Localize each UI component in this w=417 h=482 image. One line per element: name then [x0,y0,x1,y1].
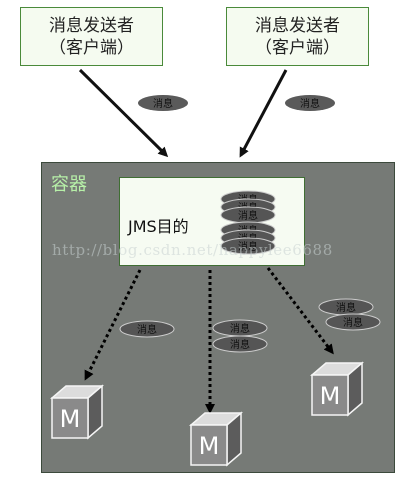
message-pill: 消息 [318,298,374,316]
svg-text:消息: 消息 [336,301,356,314]
message-pill: 消息 [285,95,335,111]
jms-destination-box [119,177,305,266]
sender-left-title: 消息发送者 [49,15,134,36]
watermark-text: http://blog.csdn.net/happylee6688 [52,241,333,259]
message-pill: 消息 [119,320,175,338]
consumer-cube-left: M [49,384,105,440]
svg-text:M: M [320,382,341,410]
sender-box-right: 消息发送者 （客户端） [226,7,369,66]
consumer-cube-middle: M [188,411,244,467]
sender-left-subtitle: （客户端） [49,37,134,58]
message-pill: 消息 [138,95,188,111]
svg-text:消息: 消息 [300,97,320,110]
consumer-arrow-left [84,269,142,381]
message-pill: 消息 [212,319,268,337]
message-pill: 消息 [212,335,268,353]
consumer-cube-right: M [309,361,365,417]
message-pill: 消息 [325,313,381,331]
svg-text:消息: 消息 [153,97,173,110]
sender-box-left: 消息发送者 （客户端） [20,7,163,66]
sender-left-arrow [78,68,169,158]
svg-text:消息: 消息 [343,316,363,329]
svg-text:消息: 消息 [137,323,157,336]
svg-text:消息: 消息 [238,240,258,253]
svg-text:M: M [199,432,220,460]
sender-right-arrow [239,69,288,158]
sender-right-subtitle: （客户端） [255,37,340,58]
svg-text:消息: 消息 [230,338,250,351]
svg-text:M: M [60,405,81,433]
svg-text:消息: 消息 [230,322,250,335]
message-stack: 消息 消息 消息 消息 消息 消息 [220,190,276,255]
svg-text:消息: 消息 [238,209,258,222]
jms-destination-label: JMS目的 [128,217,189,236]
sender-right-title: 消息发送者 [255,15,340,36]
container-label: 容器 [51,174,87,195]
